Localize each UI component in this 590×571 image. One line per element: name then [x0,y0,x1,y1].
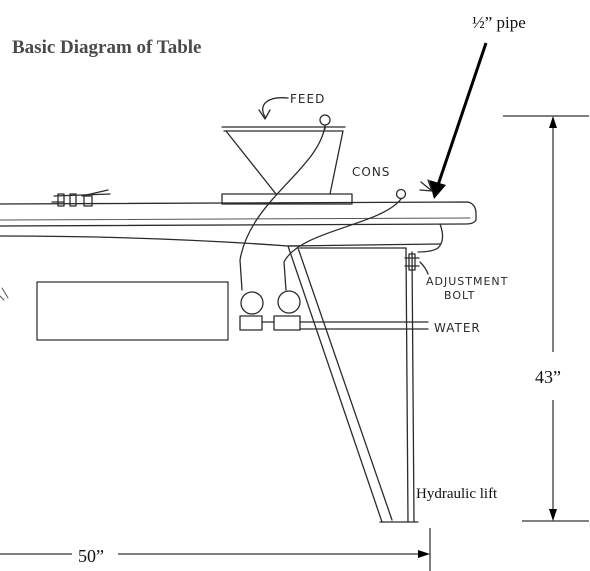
deck-fixture [51,189,111,207]
water-label: WATER [434,321,481,335]
adjustment-bolt-label-line2: BOLT [444,289,475,302]
edge-mark [1,287,9,299]
cons-label: CONS [352,165,390,179]
blank-box [36,281,229,341]
feed-label: FEED [290,92,325,106]
width-label: 50” [78,546,104,566]
feed-arrow [262,97,289,118]
hydraulic-lift-label: Hydraulic lift [416,486,498,502]
table-deck [0,201,477,247]
gauge-assembly [239,125,429,331]
pipe-arrow [429,42,488,199]
diagram-title: Basic Diagram of Table [12,37,201,58]
adjustment-bolt [404,253,429,275]
gauge-left [240,291,264,315]
half-inch-pipe [417,223,444,253]
width-dimension [0,528,431,571]
feed-valve-knob [319,114,331,126]
adjustment-bolt-label-line1: ADJUSTMENT [426,275,508,288]
support-frame [287,245,419,523]
height-dimension [503,115,589,522]
height-label: 43” [535,367,561,387]
pipe-label: ½” pipe [472,13,526,32]
feed-hopper [221,114,353,205]
cons-valve-knob [395,188,407,200]
gauge-right [277,290,301,314]
